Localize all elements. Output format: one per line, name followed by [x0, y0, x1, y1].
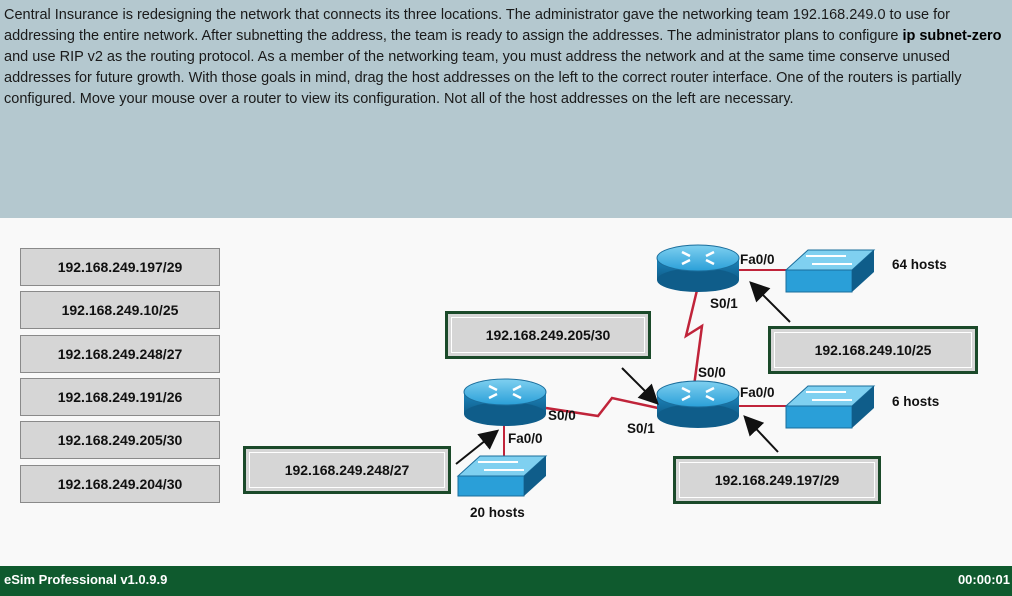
router-top[interactable]: [656, 244, 740, 292]
instructions-text: Central Insurance is redesigning the net…: [4, 5, 1008, 110]
router-left[interactable]: [463, 378, 547, 426]
drop-target-mid-lan[interactable]: 192.168.249.197/29: [673, 456, 881, 504]
address-option-4[interactable]: 192.168.249.191/26: [20, 378, 220, 416]
drop-target-top-lan-value: 192.168.249.10/25: [774, 332, 972, 368]
drop-target-mid-lan-value: 192.168.249.197/29: [679, 462, 875, 498]
switch-middle: [784, 385, 876, 429]
arrow-to-left-fa: [455, 429, 500, 465]
arrow-to-mid-s00: [621, 367, 659, 405]
label-left-hosts: 20 hosts: [470, 505, 525, 520]
address-option-2[interactable]: 192.168.249.10/25: [20, 291, 220, 329]
label-top-fa00: Fa0/0: [740, 252, 775, 267]
timer: 00:00:01: [957, 572, 1010, 587]
label-mid-fa00: Fa0/0: [740, 385, 775, 400]
arrow-to-top-s01: [749, 281, 791, 323]
status-bar: eSim Professional v1.0.9.9 00:00:01: [0, 566, 1012, 596]
address-option-5[interactable]: 192.168.249.205/30: [20, 421, 220, 459]
network-diagram: [455, 244, 876, 497]
drop-target-left-lan[interactable]: 192.168.249.248/27: [243, 446, 451, 494]
drop-target-left-lan-value: 192.168.249.248/27: [249, 452, 445, 488]
label-top-hosts: 64 hosts: [892, 257, 947, 272]
drop-target-serial-value: 192.168.249.205/30: [451, 317, 645, 353]
label-left-s00: S0/0: [548, 408, 576, 423]
instructions-panel: Central Insurance is redesigning the net…: [0, 0, 1012, 218]
drop-target-serial[interactable]: 192.168.249.205/30: [445, 311, 651, 359]
switch-left: [456, 455, 548, 497]
switch-top: [784, 249, 876, 293]
label-mid-s00: S0/0: [698, 365, 726, 380]
serial-link-left-mid: [545, 396, 659, 418]
router-middle[interactable]: [656, 380, 740, 428]
address-option-1[interactable]: 192.168.249.197/29: [20, 248, 220, 286]
label-mid-s01: S0/1: [627, 421, 655, 436]
instructions-part2: and use RIP v2 as the routing protocol. …: [4, 49, 962, 107]
app-title: eSim Professional v1.0.9.9: [4, 572, 168, 587]
label-mid-hosts: 6 hosts: [892, 394, 940, 409]
label-left-fa00: Fa0/0: [508, 431, 543, 446]
serial-link-top-mid: [684, 285, 704, 387]
instructions-part1: Central Insurance is redesigning the net…: [4, 7, 950, 44]
drop-target-top-lan[interactable]: 192.168.249.10/25: [768, 326, 978, 374]
address-option-6[interactable]: 192.168.249.204/30: [20, 465, 220, 503]
arrow-to-mid-fa: [743, 415, 779, 453]
instructions-command: ip subnet-zero: [902, 28, 1002, 44]
address-option-3[interactable]: 192.168.249.248/27: [20, 335, 220, 373]
label-top-s01: S0/1: [710, 296, 738, 311]
